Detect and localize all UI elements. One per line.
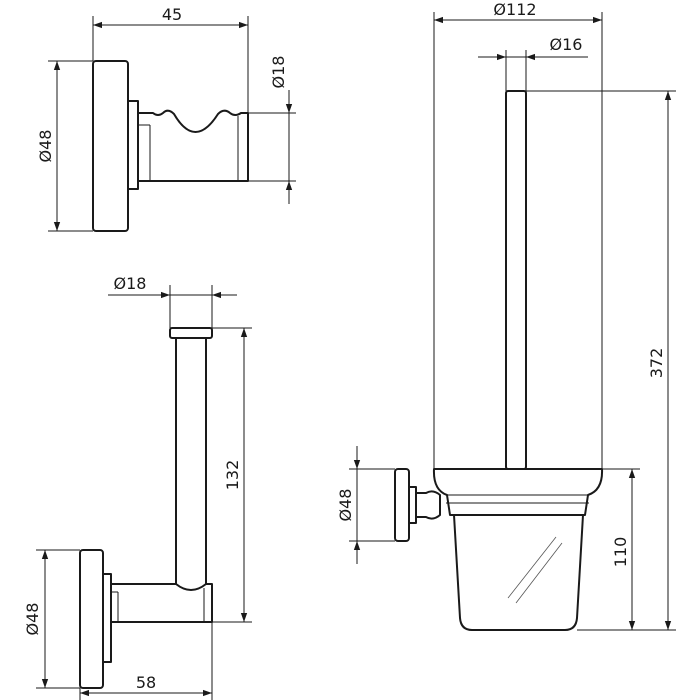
dim-d48-label: Ø48	[336, 489, 355, 522]
dim-d18-label: Ø18	[114, 274, 147, 293]
dim-58-label: 58	[136, 673, 156, 692]
dim-d16-label: Ø16	[550, 35, 583, 54]
roll-holder-dimensions: Ø18 132 Ø48 58	[23, 274, 252, 700]
hook-wall-plate	[92, 60, 129, 232]
dim-110-label: 110	[611, 537, 630, 568]
roll-holder-view	[79, 327, 213, 689]
brush-wall-plate	[394, 468, 410, 542]
dim-372-label: 372	[647, 348, 666, 379]
dim-d48-label: Ø48	[23, 603, 42, 636]
brush-cup-glass	[453, 514, 584, 631]
glass-reflection-line	[507, 536, 557, 599]
hook-plate-collar	[127, 100, 139, 190]
holder-plate-collar	[102, 573, 112, 663]
dim-132-label: 132	[223, 460, 242, 491]
dim-d48-label: Ø48	[36, 130, 55, 163]
toilet-brush-view	[394, 90, 604, 631]
holder-wall-plate	[79, 549, 104, 689]
brush-handle	[505, 90, 527, 470]
hook-arm	[137, 109, 249, 182]
dim-d18-label: Ø18	[269, 56, 288, 89]
brush-plate-collar	[408, 486, 417, 524]
toilet-brush-dimensions: Ø112 Ø16 372 110 Ø48	[336, 0, 676, 631]
brush-cup-ring	[432, 468, 604, 516]
robe-hook-dimensions: 45 Ø48 Ø18	[36, 5, 296, 232]
glass-reflection-line	[515, 542, 563, 604]
dim-45-label: 45	[162, 5, 182, 24]
holder-rod	[175, 335, 207, 591]
holder-rod-cap	[169, 327, 213, 339]
robe-hook-view	[92, 60, 249, 232]
dim-d112-label: Ø112	[493, 0, 536, 19]
brush-bracket-arm	[415, 490, 441, 520]
